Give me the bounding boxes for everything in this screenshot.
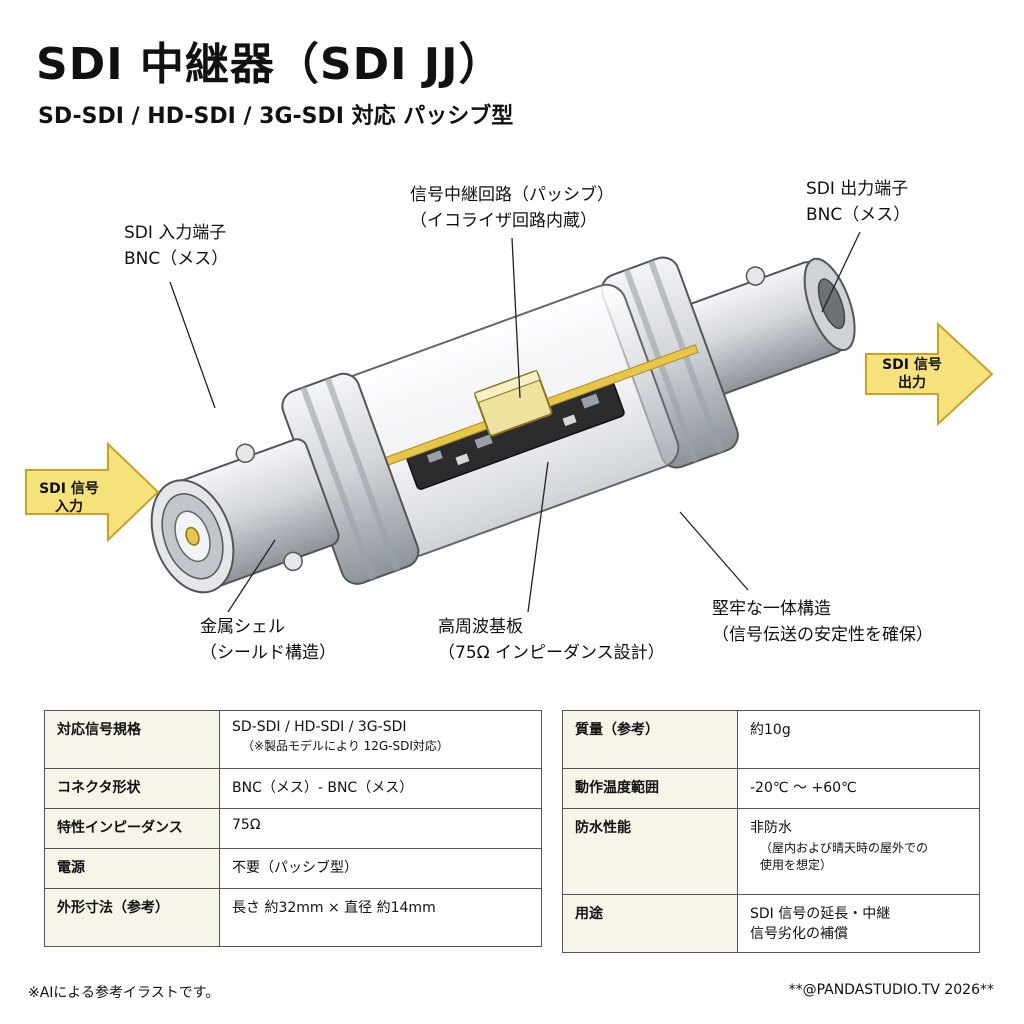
spec-row: 用途 SDI 信号の延長・中継 信号劣化の補償	[562, 894, 980, 953]
spec-value-cell: -20℃ ～ +60℃	[737, 768, 980, 809]
spec-value: SD-SDI / HD-SDI / 3G-SDI	[232, 719, 407, 735]
spec-value-cell: 不要（パッシブ型）	[219, 848, 542, 889]
spec-value: 長さ 約32mm × 直径 約14mm	[232, 900, 436, 916]
output-arrow-label: SDI 信号 出力	[882, 357, 942, 391]
spec-row: 電源不要（パッシブ型）	[44, 848, 542, 889]
spec-key: 外形寸法（参考）	[44, 888, 220, 947]
spec-value-cell: SD-SDI / HD-SDI / 3G-SDI （※製品モデルにより 12G-S…	[219, 710, 542, 769]
spec-row: 動作温度範囲 -20℃ ～ +60℃	[562, 768, 980, 809]
spec-value: SDI 信号の延長・中継 信号劣化の補償	[750, 906, 891, 942]
spec-table-right: 質量（参考） 約10g 動作温度範囲 -20℃ ～ +60℃ 防水性能非防水 （屋内および…	[562, 710, 980, 953]
spec-value: 約10g	[750, 722, 791, 738]
spec-key: 防水性能	[562, 808, 738, 895]
callout-shell: 金属シェル （シールド構造）	[200, 617, 336, 663]
spec-value: 非防水	[750, 820, 792, 836]
output-bnc-bore	[817, 278, 846, 330]
leader-lines	[169, 231, 861, 613]
input-arrow	[25, 441, 160, 543]
disclaimer: ※AIによる参考イラストです。	[28, 985, 220, 1001]
spec-key: 質量（参考）	[562, 710, 738, 769]
spec-key: コネクタ形状	[44, 768, 220, 809]
spec-row: 対応信号規格 SD-SDI / HD-SDI / 3G-SDI （※製品モデルにより…	[44, 710, 542, 769]
spec-note: （屋内および晴天時の屋外での 使用を想定）	[760, 841, 929, 872]
connector-illustration	[25, 231, 994, 613]
spec-value-cell: 約10g	[737, 710, 980, 769]
input-bayonet-pin-lower	[283, 551, 303, 572]
spec-row: 特性インピーダンス 75Ω	[44, 808, 542, 849]
spec-row: 防水性能非防水 （屋内および晴天時の屋外での 使用を想定）	[562, 808, 980, 895]
center-pin	[185, 526, 200, 546]
spec-value-cell: 75Ω	[219, 808, 542, 849]
spec-table-left: 対応信号規格 SD-SDI / HD-SDI / 3G-SDI （※製品モデルにより…	[44, 710, 542, 947]
spec-key: 電源	[44, 848, 220, 889]
spec-row: 外形寸法（参考） 長さ 約32mm × 直径 約14mm	[44, 888, 542, 947]
spec-value-cell: SDI 信号の延長・中継 信号劣化の補償	[737, 894, 980, 953]
callout-circuit: 信号中継回路（パッシブ） （イコライザ回路内蔵）	[410, 185, 614, 231]
spec-note: （※製品モデルにより 12G-SDI対応）	[242, 739, 449, 753]
callout-structure: 堅牢な一体構造 （信号伝送の安定性を確保）	[712, 599, 933, 645]
input-arrow-label: SDI 信号 入力	[39, 481, 99, 515]
page-title: SDI 中継器（SDI JJ）	[36, 39, 504, 90]
spec-key: 動作温度範囲	[562, 768, 738, 809]
spec-value-cell: 長さ 約32mm × 直径 約14mm	[219, 888, 542, 947]
spec-value: BNC（メス）- BNC（メス）	[232, 780, 414, 796]
input-bayonet-pin	[235, 443, 256, 463]
spec-key: 対応信号規格	[44, 710, 220, 769]
output-bayonet-pin	[745, 266, 766, 286]
spec-row: コネクタ形状 BNC（メス）- BNC（メス）	[44, 768, 542, 809]
output-arrow	[865, 321, 994, 427]
spec-key: 用途	[562, 894, 738, 953]
spec-key: 特性インピーダンス	[44, 808, 220, 849]
spec-value: 75Ω	[232, 817, 261, 833]
spec-value: -20℃ ～ +60℃	[750, 780, 857, 796]
spec-value: 不要（パッシブ型）	[232, 860, 358, 876]
credit: **@PANDASTUDIO.TV 2026**	[788, 982, 994, 998]
spec-value-cell: 非防水 （屋内および晴天時の屋外での 使用を想定）	[737, 808, 980, 895]
callout-output-port: SDI 出力端子 BNC（メス）	[806, 179, 911, 225]
spec-row: 質量（参考） 約10g	[562, 710, 980, 769]
callout-input-port: SDI 入力端子 BNC（メス）	[124, 223, 229, 269]
page-subtitle: SD-SDI / HD-SDI / 3G-SDI 対応 パッシブ型	[38, 104, 514, 129]
callout-board: 高周波基板 （75Ω インピーダンス設計）	[438, 617, 665, 663]
spec-value-cell: BNC（メス）- BNC（メス）	[219, 768, 542, 809]
